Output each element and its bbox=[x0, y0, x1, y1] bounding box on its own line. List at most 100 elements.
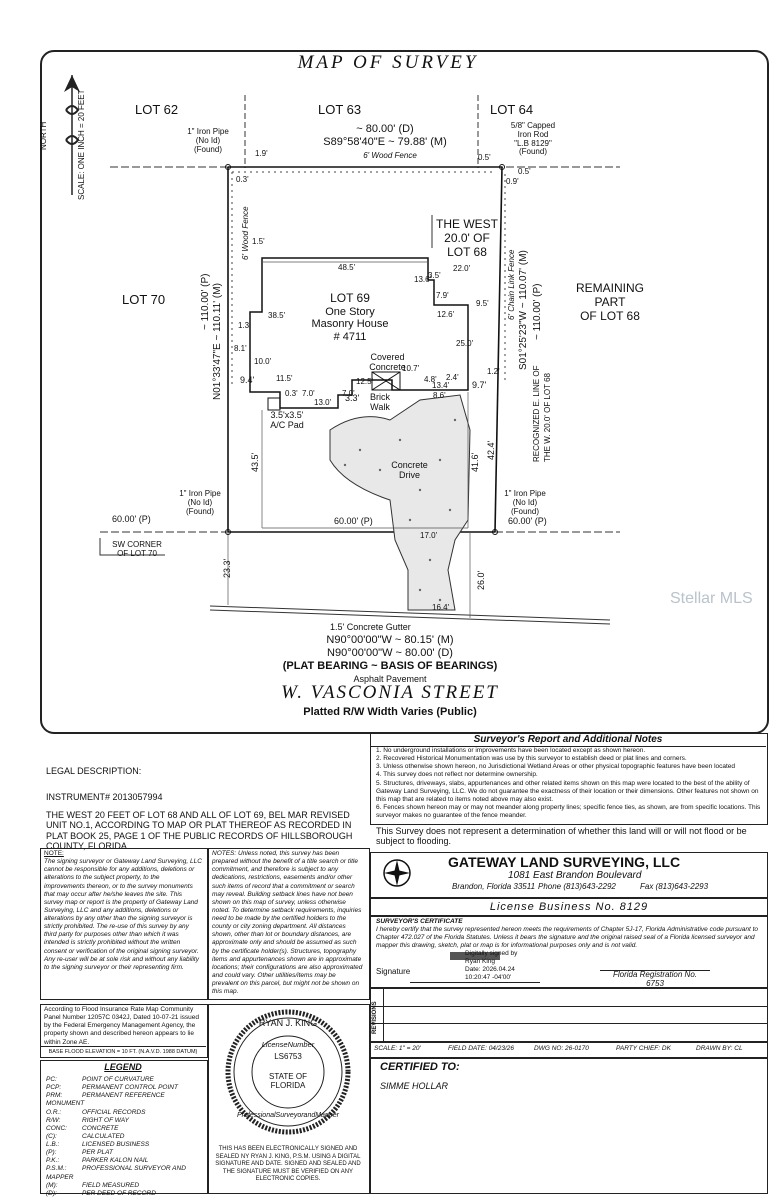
signature-line bbox=[410, 958, 540, 983]
dim-8-6: 8.6' bbox=[433, 391, 446, 400]
dim-2-4: 2.4' bbox=[446, 373, 459, 382]
west-bearing: N01°33'47"E ~ 110.11' (M) bbox=[212, 283, 223, 400]
dim-60-p-east: 60.00' (P) bbox=[508, 516, 547, 526]
dim-8-1: 8.1' bbox=[234, 344, 247, 353]
legend-item: PCP:PERMANENT CONTROL POINT bbox=[46, 1084, 178, 1092]
south-deed-bearing: N90°00'00"W ~ 80.00' (D) bbox=[327, 647, 453, 659]
gutter-label: 1.5' Concrete Gutter bbox=[330, 622, 411, 632]
company-city: Brandon, Florida 33511 bbox=[452, 882, 536, 891]
title-block-row bbox=[370, 1042, 768, 1058]
dim-22-0: 22.0' bbox=[453, 264, 471, 273]
company-fax: Fax (813)643-2293 bbox=[640, 882, 709, 891]
dim-23-3: 23.3' bbox=[222, 558, 232, 578]
company-phone: Phone (813)643-2292 bbox=[538, 882, 616, 891]
dim-60-p-west: 60.00' (P) bbox=[112, 514, 151, 524]
west-fence-label: 6' Wood Fence bbox=[241, 206, 250, 260]
company-box bbox=[370, 852, 768, 898]
dim-13-0: 13.0' bbox=[314, 398, 332, 407]
note2-text: NOTES: Unless noted, this survey has bee… bbox=[212, 850, 363, 996]
seal-license-number: LS6753 bbox=[274, 1052, 302, 1061]
legal-text: THE WEST 20 FEET OF LOT 68 AND ALL OF LO… bbox=[46, 810, 353, 852]
seal-box bbox=[208, 1004, 370, 1194]
watermark: Stellar MLS bbox=[670, 590, 753, 607]
dim-13-6: 13.6' bbox=[414, 275, 432, 284]
certified-to-label: CERTIFIED TO: bbox=[380, 1061, 460, 1073]
se-pipe-label: 1" Iron Pipe(No Id)(Found) bbox=[504, 489, 546, 516]
scale-field: SCALE: 1" = 20' bbox=[374, 1045, 421, 1052]
east-recognized-1: RECOGNIZED E. LINE OF bbox=[532, 365, 541, 462]
dim-9-4: 9.4' bbox=[240, 375, 255, 385]
dim-1-9: 1.9' bbox=[255, 149, 268, 158]
legend-item: PRM:PERMANENT REFERENCE MONUMENT bbox=[46, 1092, 165, 1108]
seal-profession: ProfessionalSurveyorandMapper bbox=[237, 1112, 339, 1119]
note1-text: NOTE: The signing surveyor or Gateway La… bbox=[44, 850, 202, 971]
legend-item: L.B.:LICENSED BUSINESS bbox=[46, 1141, 150, 1148]
seal-license-label: LicenseNumber bbox=[261, 1040, 315, 1049]
seal-caption: THIS HAS BEEN ELECTRONICALLY SIGNED AND … bbox=[215, 1146, 361, 1182]
row-note: Platted R/W Width Varies (Public) bbox=[303, 706, 477, 718]
legend-item: CONC:CONCRETE bbox=[46, 1124, 119, 1132]
west-plat-dim: ~ 110.00' (P) bbox=[200, 273, 211, 330]
dim-25-0: 25.0' bbox=[456, 339, 474, 348]
lot-70-label: LOT 70 bbox=[122, 292, 166, 307]
south-measured-bearing: N90°00'00"W ~ 80.15' (M) bbox=[326, 634, 454, 646]
dwg-no: DWG NO: 26-0170 bbox=[534, 1045, 589, 1052]
flood-box bbox=[40, 1004, 208, 1058]
legend-box bbox=[40, 1060, 208, 1194]
certified-client: SIMME HOLLAR bbox=[380, 1081, 449, 1091]
dim-17-0: 17.0' bbox=[420, 531, 438, 540]
street-name: W. VASCONIA STREET bbox=[281, 682, 499, 703]
flood-text: According to Flood Insurance Rate Map Co… bbox=[44, 1006, 200, 1046]
legal-instrument: INSTRUMENT# 2013057994 bbox=[46, 792, 163, 802]
dim-1-3: 1.3' bbox=[238, 321, 251, 330]
lot-63-label: LOT 63 bbox=[318, 102, 362, 117]
note2-box bbox=[208, 848, 370, 1000]
certificate-box bbox=[370, 916, 768, 988]
north-arrow-icon bbox=[64, 75, 80, 195]
dim-43-5: 43.5' bbox=[250, 452, 260, 472]
dim-0-3: 0.3' bbox=[236, 175, 249, 184]
flood-disclaimer: This Survey does not represent a determi… bbox=[376, 826, 747, 847]
legend-item: (M):FIELD MEASURED bbox=[46, 1181, 140, 1189]
party-chief: PARTY CHIEF: DK bbox=[616, 1045, 671, 1052]
revisions-label: REVISIONS bbox=[372, 1001, 378, 1034]
dim-0-5-a: 0.5' bbox=[478, 153, 491, 162]
sw-pipe-label: 1" Iron Pipe(No Id)(Found) bbox=[179, 489, 221, 516]
survey-drawing bbox=[99, 95, 620, 625]
east-fence-label: 6' Chain Link Fence bbox=[507, 249, 516, 320]
legend-item: O.R.:OFFICIAL RECORDS bbox=[46, 1108, 146, 1116]
east-recognized-2: THE W. 20.0' OF LOT 68 bbox=[543, 373, 552, 462]
dim-4-8: 4.8' bbox=[424, 375, 437, 384]
legend-item: (C):CALCULATED bbox=[46, 1132, 125, 1140]
dim-42-4: 42.4' bbox=[486, 440, 496, 460]
dim-41-6: 41.6' bbox=[470, 452, 480, 472]
top-fence-label: 6' Wood Fence bbox=[363, 151, 417, 160]
asphalt-label: Asphalt Pavement bbox=[353, 674, 427, 684]
dim-12-5: 12.5' bbox=[356, 377, 374, 386]
dim-3-5: 3.5' bbox=[428, 271, 441, 280]
legend-item: (P):PER PLAT bbox=[46, 1149, 113, 1157]
signature-label: Signature bbox=[376, 967, 411, 976]
dim-7-0: 7.0' bbox=[302, 389, 315, 398]
registration-label: Florida Registration No. 6753 bbox=[600, 970, 710, 989]
dim-1-2: 1.2' bbox=[487, 367, 500, 376]
dim-9-5: 9.5' bbox=[476, 299, 489, 308]
seal-name: RYAN J. KING bbox=[258, 1018, 318, 1028]
drawn-by: DRAWN BY: CL bbox=[696, 1045, 743, 1052]
dim-0-3-b: 0.3' bbox=[285, 389, 298, 398]
legend-title: LEGEND bbox=[104, 1062, 142, 1072]
certified-to-box bbox=[370, 1058, 768, 1194]
east-plat-dim: ~ 110.00' (P) bbox=[532, 283, 543, 340]
legend-item: P.K.:PARKER KALON NAIL bbox=[46, 1157, 149, 1165]
surveyor-seal bbox=[225, 1009, 351, 1135]
legend-item: R/W:RIGHT OF WAY bbox=[46, 1116, 129, 1124]
dim-48-5: 48.5' bbox=[338, 263, 356, 272]
license-business: License Business No. 8129 bbox=[370, 898, 768, 916]
dim-13-4: 13.4' bbox=[432, 381, 450, 390]
